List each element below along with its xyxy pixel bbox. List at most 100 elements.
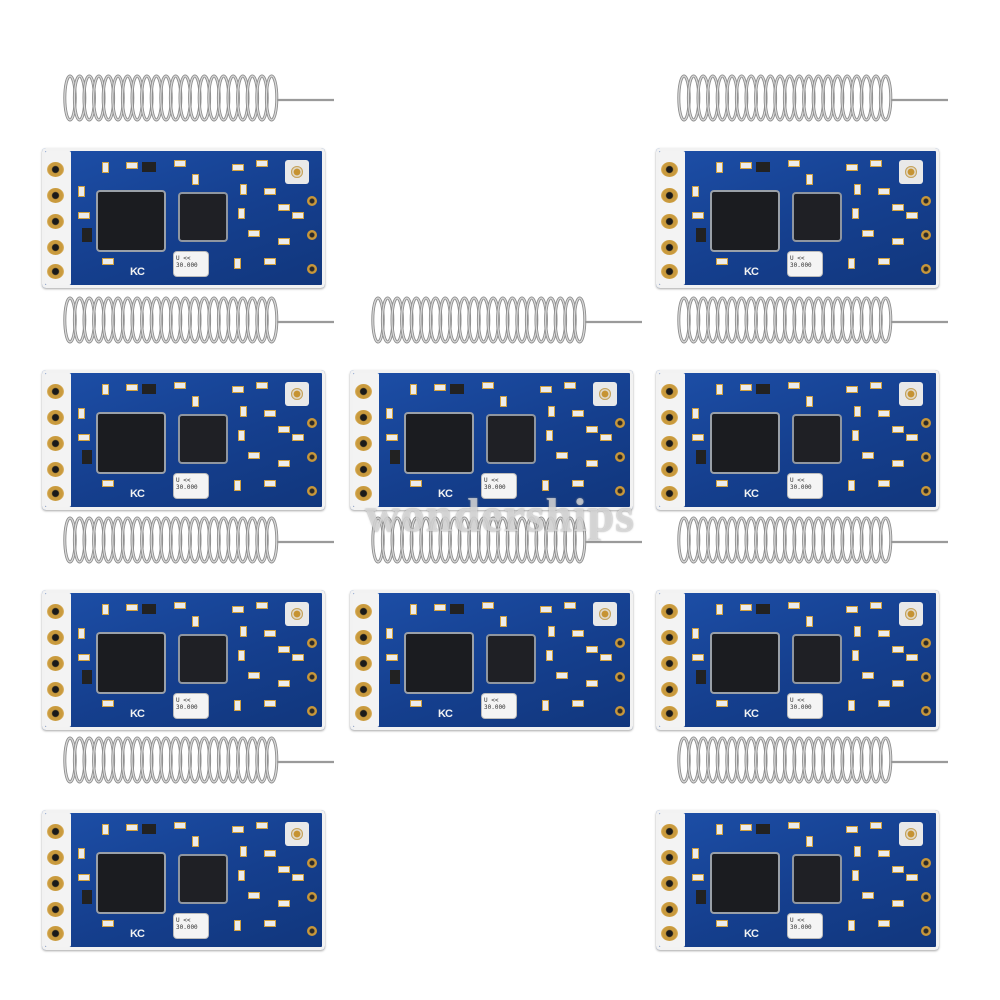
smd-component (238, 650, 245, 661)
solder-pad (661, 264, 678, 279)
smd-component (586, 426, 598, 433)
rf-transceiver-chip (794, 416, 840, 462)
smd-component (716, 162, 723, 173)
mcu-chip (712, 854, 778, 912)
smd-component (564, 602, 576, 609)
smd-component (192, 616, 199, 627)
smd-component (126, 604, 138, 611)
module-kit: U << 30.000 KC (656, 512, 948, 732)
smd-component (862, 892, 874, 899)
smd-component (240, 626, 247, 637)
smd-component (500, 396, 507, 407)
smd-component (264, 480, 276, 487)
via-hole (307, 858, 317, 868)
solder-pad (355, 706, 372, 721)
smd-component (546, 650, 553, 661)
smd-component (240, 184, 247, 195)
smd-component (716, 920, 728, 927)
solder-pad (355, 656, 372, 671)
smd-component (716, 480, 728, 487)
solder-pad (47, 162, 64, 177)
rf-module-board: U << 30.000 KC (42, 370, 325, 510)
smd-component (564, 382, 576, 389)
crystal-marking: U << 30.000 (484, 477, 506, 491)
smd-component (852, 208, 859, 219)
smd-component (500, 616, 507, 627)
smd-component (238, 208, 245, 219)
crystal-marking: U << 30.000 (176, 255, 198, 269)
solder-pad (661, 876, 678, 891)
board-logo: KC (744, 708, 759, 720)
smd-component (126, 824, 138, 831)
smd-component (892, 204, 904, 211)
via-hole (307, 264, 317, 274)
smd-component (256, 602, 268, 609)
smd-component (788, 160, 800, 167)
transistor (142, 824, 156, 834)
solder-pad (661, 162, 678, 177)
solder-pad (661, 682, 678, 697)
transistor (756, 824, 770, 834)
solder-pad (47, 926, 64, 941)
smd-component (572, 700, 584, 707)
solder-pad (661, 902, 678, 917)
smd-component (102, 480, 114, 487)
solder-pad (661, 384, 678, 399)
smd-component (852, 650, 859, 661)
spring-antenna-icon (63, 296, 334, 344)
solder-pad (47, 462, 64, 477)
ufl-connector-icon (593, 602, 617, 626)
smd-component (848, 480, 855, 491)
module-kit: U << 30.000 KC (42, 732, 334, 952)
via-hole (921, 452, 931, 462)
via-hole (921, 892, 931, 902)
crystal-marking: U << 30.000 (176, 477, 198, 491)
module-kit: U << 30.000 KC (350, 512, 642, 732)
rf-module-board: U << 30.000 KC (656, 590, 939, 730)
smd-component (878, 920, 890, 927)
smd-component (572, 410, 584, 417)
smd-component (102, 700, 114, 707)
crystal-oscillator-icon: U << 30.000 (482, 694, 516, 718)
smd-component (482, 602, 494, 609)
smd-component (892, 900, 904, 907)
via-hole (307, 452, 317, 462)
transistor (142, 604, 156, 614)
solder-pad (47, 188, 64, 203)
smd-component (716, 384, 723, 395)
smd-component (846, 606, 858, 613)
smd-component (892, 680, 904, 687)
transistor (82, 228, 92, 242)
smd-component (248, 672, 260, 679)
solder-pad (47, 384, 64, 399)
smd-component (586, 680, 598, 687)
spring-antenna-icon (677, 74, 948, 122)
smd-component (906, 654, 918, 661)
solder-pad (47, 656, 64, 671)
smd-component (546, 430, 553, 441)
crystal-oscillator-icon: U << 30.000 (174, 914, 208, 938)
crystal-marking: U << 30.000 (790, 697, 812, 711)
transistor (82, 890, 92, 904)
via-hole (921, 672, 931, 682)
smd-component (232, 826, 244, 833)
via-hole (307, 706, 317, 716)
smd-component (248, 452, 260, 459)
smd-component (174, 160, 186, 167)
smd-component (892, 866, 904, 873)
smd-component (278, 866, 290, 873)
rf-transceiver-chip (794, 194, 840, 240)
smd-component (600, 434, 612, 441)
rf-transceiver-chip (794, 636, 840, 682)
solder-pad (355, 436, 372, 451)
smd-component (278, 460, 290, 467)
transistor (82, 450, 92, 464)
rf-transceiver-chip (488, 636, 534, 682)
smd-component (278, 646, 290, 653)
solder-pad (661, 436, 678, 451)
crystal-oscillator-icon: U << 30.000 (788, 252, 822, 276)
transistor (756, 604, 770, 614)
smd-component (264, 630, 276, 637)
module-kit: U << 30.000 KC (656, 70, 948, 290)
solder-pad (47, 486, 64, 501)
